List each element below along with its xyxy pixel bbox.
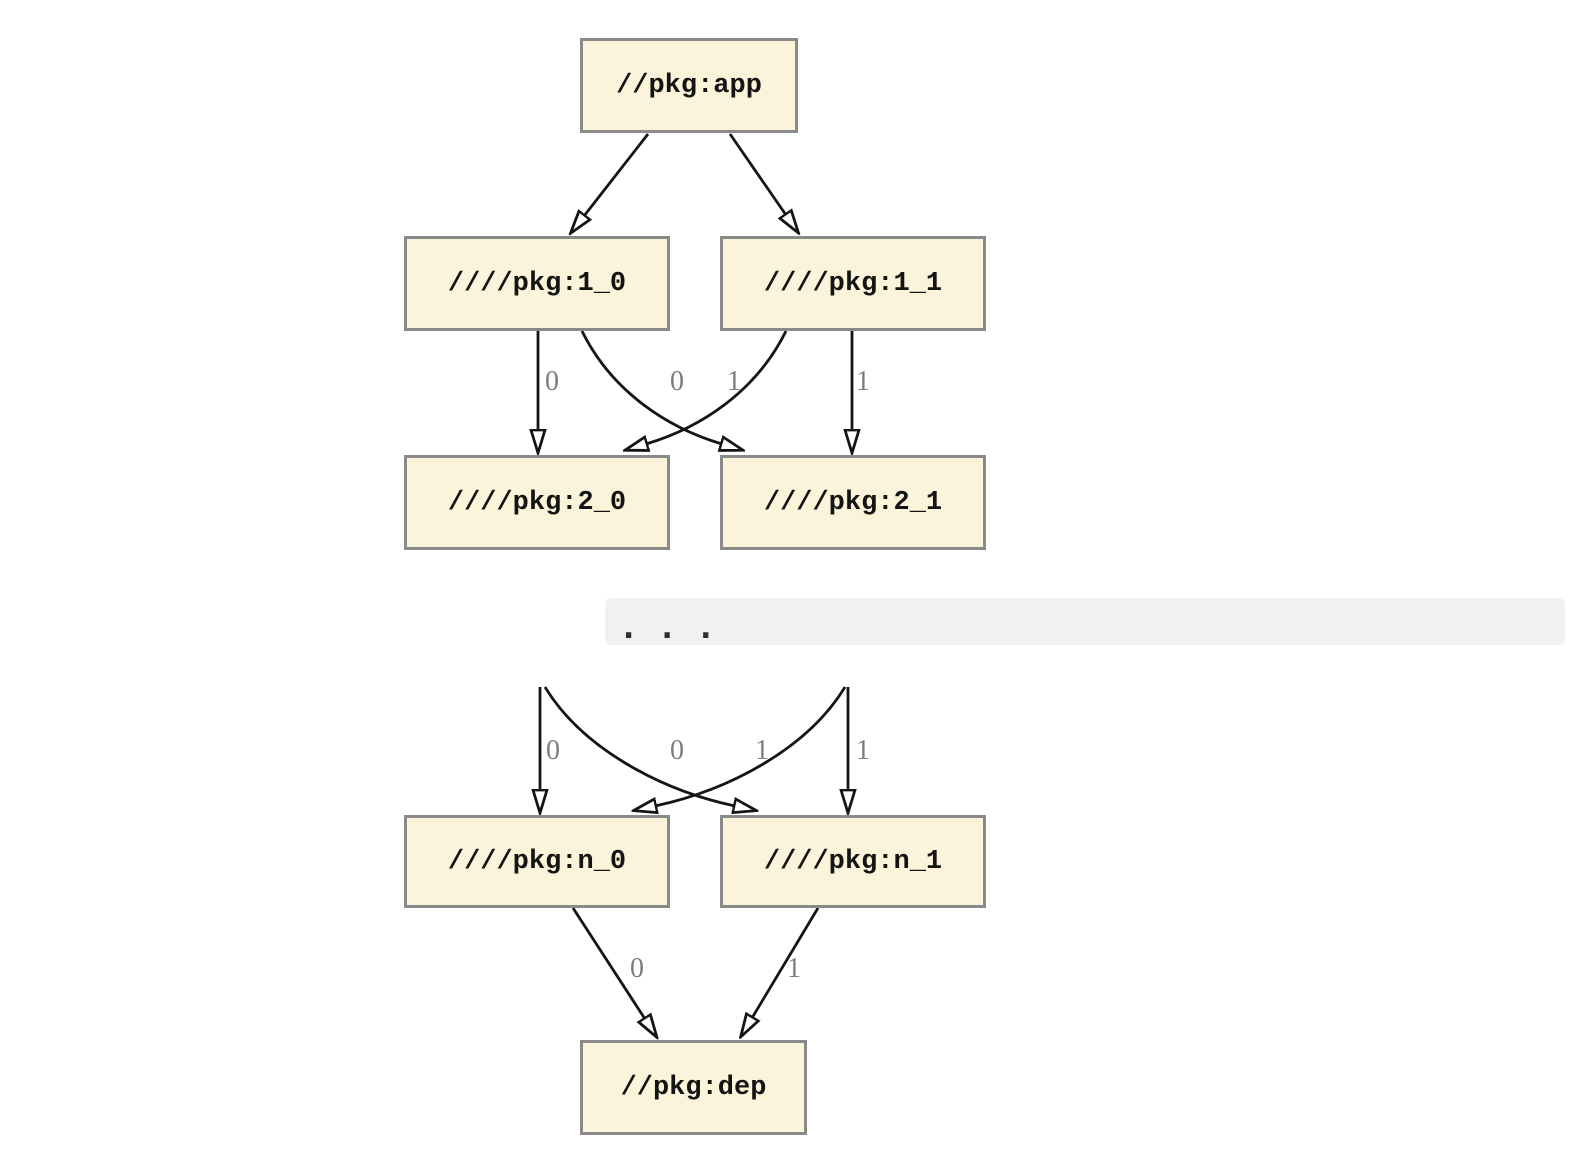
ellipsis-dots: . . . xyxy=(619,608,716,646)
ellipsis-band: . . . xyxy=(605,598,1565,645)
node-label: ////pkg:1_0 xyxy=(447,268,627,299)
edge-label-ellipsis-to-pkgn-1-vertical: 1 xyxy=(856,735,870,766)
edge-label-pkgn-1-to-dep: 1 xyxy=(787,953,801,984)
node-label: ////pkg:n_0 xyxy=(447,846,627,877)
edge-label-ellipsis-to-pkgn-0-cross: 0 xyxy=(670,735,684,766)
node-pkg-n-0: ////pkg:n_0 xyxy=(404,815,670,908)
edge-label-pkgn-0-to-dep: 0 xyxy=(630,953,644,984)
node-label: //pkg:dep xyxy=(620,1072,767,1103)
node-pkg-2-1: ////pkg:2_1 xyxy=(720,455,986,550)
edge-label-pkg1-0-to-pkg2-0: 0 xyxy=(545,366,559,397)
edge-pkgn-0-to-dep xyxy=(571,907,645,1019)
edge-label-ellipsis-to-pkgn-1-cross: 1 xyxy=(755,735,769,766)
edge-app-to-pkg1-0 xyxy=(584,133,650,216)
node-pkg-1-0: ////pkg:1_0 xyxy=(404,236,670,331)
node-pkg-dep: //pkg:dep xyxy=(580,1040,807,1135)
edge-ellipsis-to-pkgn-0-cross xyxy=(655,686,847,806)
node-label: ////pkg:n_1 xyxy=(763,846,943,877)
edge-label-pkg1-1-to-pkg2-1: 1 xyxy=(856,366,870,397)
node-label: ////pkg:2_0 xyxy=(447,487,627,518)
edge-label-ellipsis-to-pkgn-0-vertical: 0 xyxy=(546,735,560,766)
edge-pkg1-0-to-pkg2-1 xyxy=(580,330,722,444)
node-pkg-n-1: ////pkg:n_1 xyxy=(720,815,986,908)
edge-ellipsis-to-pkgn-1-cross xyxy=(543,686,735,806)
edge-pkg1-1-to-pkg2-0 xyxy=(646,330,788,444)
node-label: ////pkg:1_1 xyxy=(763,268,943,299)
node-pkg-1-1: ////pkg:1_1 xyxy=(720,236,986,331)
node-label: ////pkg:2_1 xyxy=(763,487,943,518)
edge-label-pkg1-1-to-pkg2-0: 0 xyxy=(670,366,684,397)
node-label: //pkg:app xyxy=(616,70,762,101)
node-pkg-2-0: ////pkg:2_0 xyxy=(404,455,670,550)
edge-app-to-pkg1-1 xyxy=(728,133,786,215)
edge-label-pkg1-0-to-pkg2-1: 1 xyxy=(727,366,741,397)
edge-pkgn-1-to-dep xyxy=(752,907,820,1018)
node-pkg-app: //pkg:app xyxy=(580,38,798,133)
